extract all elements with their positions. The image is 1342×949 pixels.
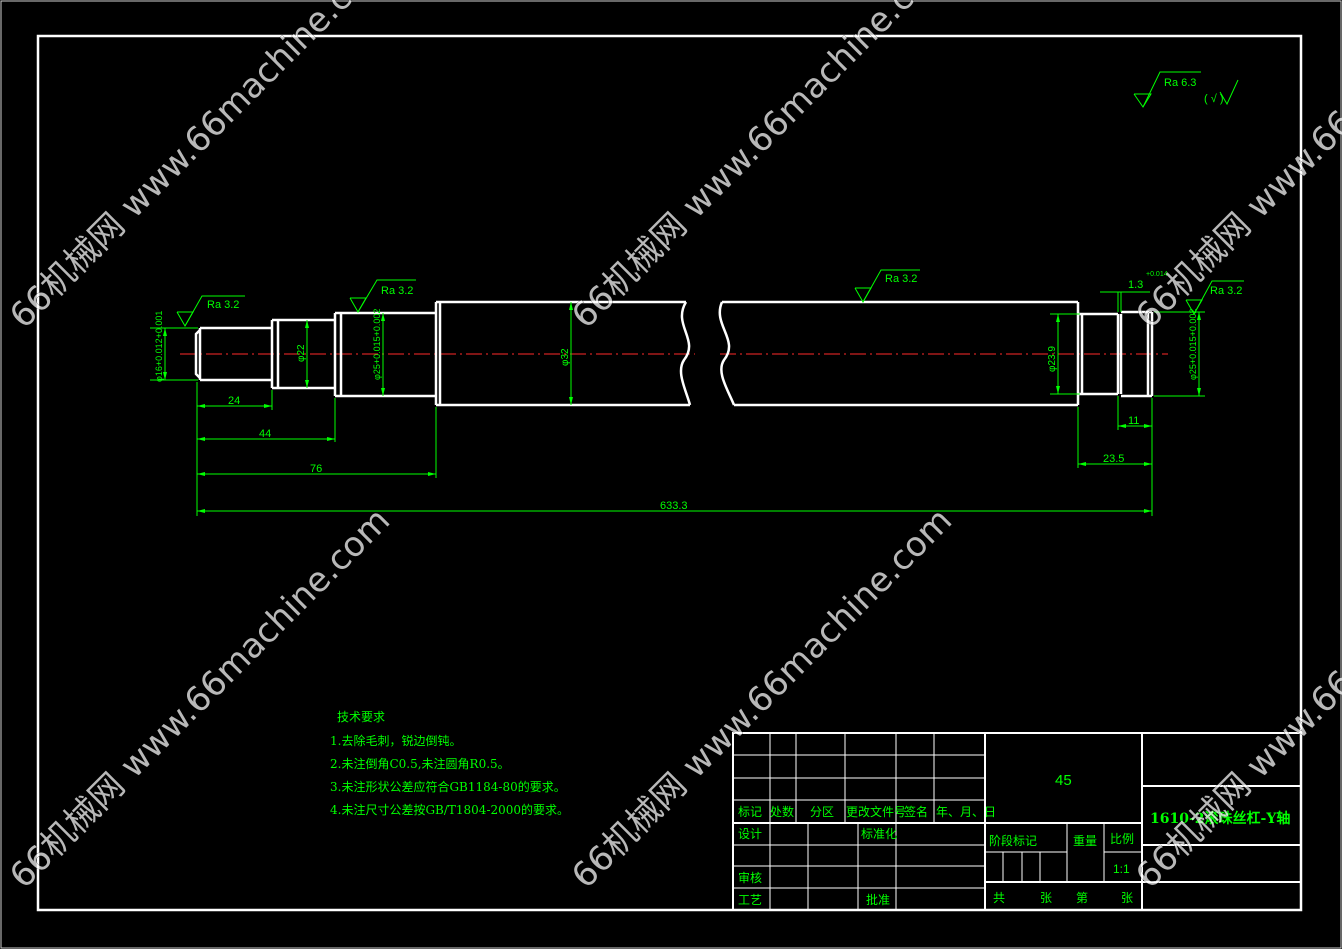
dia-16: φ16+0.012+0.001 — [154, 311, 164, 382]
watermark: 66机械网 www.66machine.com — [2, 0, 398, 336]
dia-25-right: φ25+0.015+0.002 — [1188, 309, 1198, 380]
dim-groove-tol: +0.014 — [1146, 271, 1168, 278]
watermark: 66机械网 www.66machine.com — [1128, 500, 1342, 896]
tb-approve: 批准 — [866, 892, 890, 907]
title-block — [732, 732, 1302, 911]
tb-standardization: 标准化 — [861, 827, 897, 841]
tb-design: 设计 — [738, 827, 762, 841]
dim-groove: 1.3 — [1128, 279, 1143, 291]
tb-header-sign: 签名 — [904, 804, 928, 819]
dim-23-5: 23.5 — [1103, 453, 1124, 465]
shaft-outline — [194, 300, 1154, 407]
ra-label-3: Ra 3.2 — [885, 273, 917, 285]
tb-scale-label: 比例 — [1110, 832, 1134, 846]
tb-sheet-unit: 张 — [1040, 891, 1052, 905]
dimension-arrows — [163, 302, 1201, 513]
dim-44: 44 — [259, 428, 271, 440]
tb-header-count: 处数 — [770, 804, 794, 819]
ra-label-4: Ra 3.2 — [1210, 285, 1242, 297]
ra-general-label: Ra 6.3 — [1164, 77, 1196, 89]
watermark: 66机械网 www.66machine.com — [564, 500, 960, 896]
ra-label-2: Ra 3.2 — [381, 285, 413, 297]
tb-header-mark: 标记 — [738, 805, 762, 819]
tb-sheet-no: 第 — [1076, 891, 1088, 905]
technical-requirements-title: 技术要求 — [337, 710, 386, 724]
tb-weight: 重量 — [1073, 834, 1097, 848]
tb-process: 工艺 — [738, 893, 762, 907]
dia-23-9: φ23.9 — [1047, 346, 1058, 372]
dia-22: φ22 — [296, 344, 307, 362]
dim-11: 11 — [1128, 415, 1139, 427]
watermark: 66机械网 www.66machine.com — [2, 500, 398, 896]
technical-requirement-item: 4.未注尺寸公差按GB/T1804-2000的要求。 — [330, 803, 570, 817]
tb-stage-mark: 阶段标记 — [989, 833, 1037, 848]
surface-finish-symbols — [176, 71, 1244, 328]
dia-25-left: φ25+0.015+0.002 — [372, 309, 382, 380]
watermark: 66机械网 www.66machine.com — [564, 0, 960, 336]
tb-material: 45 — [1055, 772, 1072, 789]
tb-header-change-doc: 更改文件号 — [846, 804, 906, 819]
technical-requirement-item: 2.未注倒角C0.5,未注圆角R0.5。 — [330, 757, 510, 771]
ra-label-1: Ra 3.2 — [207, 299, 239, 311]
inner-frame — [36, 34, 1303, 912]
tb-sheet-total: 共 — [993, 891, 1005, 905]
dim-76: 76 — [310, 463, 322, 475]
tb-scale: 1:1 — [1113, 862, 1130, 876]
tb-header-zone: 分区 — [810, 805, 834, 819]
tb-review: 审核 — [738, 870, 762, 885]
technical-requirement-item: 3.未注形状公差应符合GB1184-80的要求。 — [330, 780, 566, 794]
tb-part-name: 1610-2滚珠丝杠-Y轴 — [1150, 810, 1290, 827]
tb-header-date: 年、月、日 — [936, 805, 996, 819]
technical-requirement-item: 1.去除毛刺，锐边倒钝。 — [330, 734, 462, 748]
dim-24: 24 — [228, 395, 240, 407]
ra-general-paren: ( √ ) — [1204, 93, 1223, 105]
tb-sheet-unit-2: 张 — [1121, 891, 1133, 905]
dia-32: φ32 — [560, 348, 571, 366]
dim-633-3: 633.3 — [660, 500, 688, 512]
